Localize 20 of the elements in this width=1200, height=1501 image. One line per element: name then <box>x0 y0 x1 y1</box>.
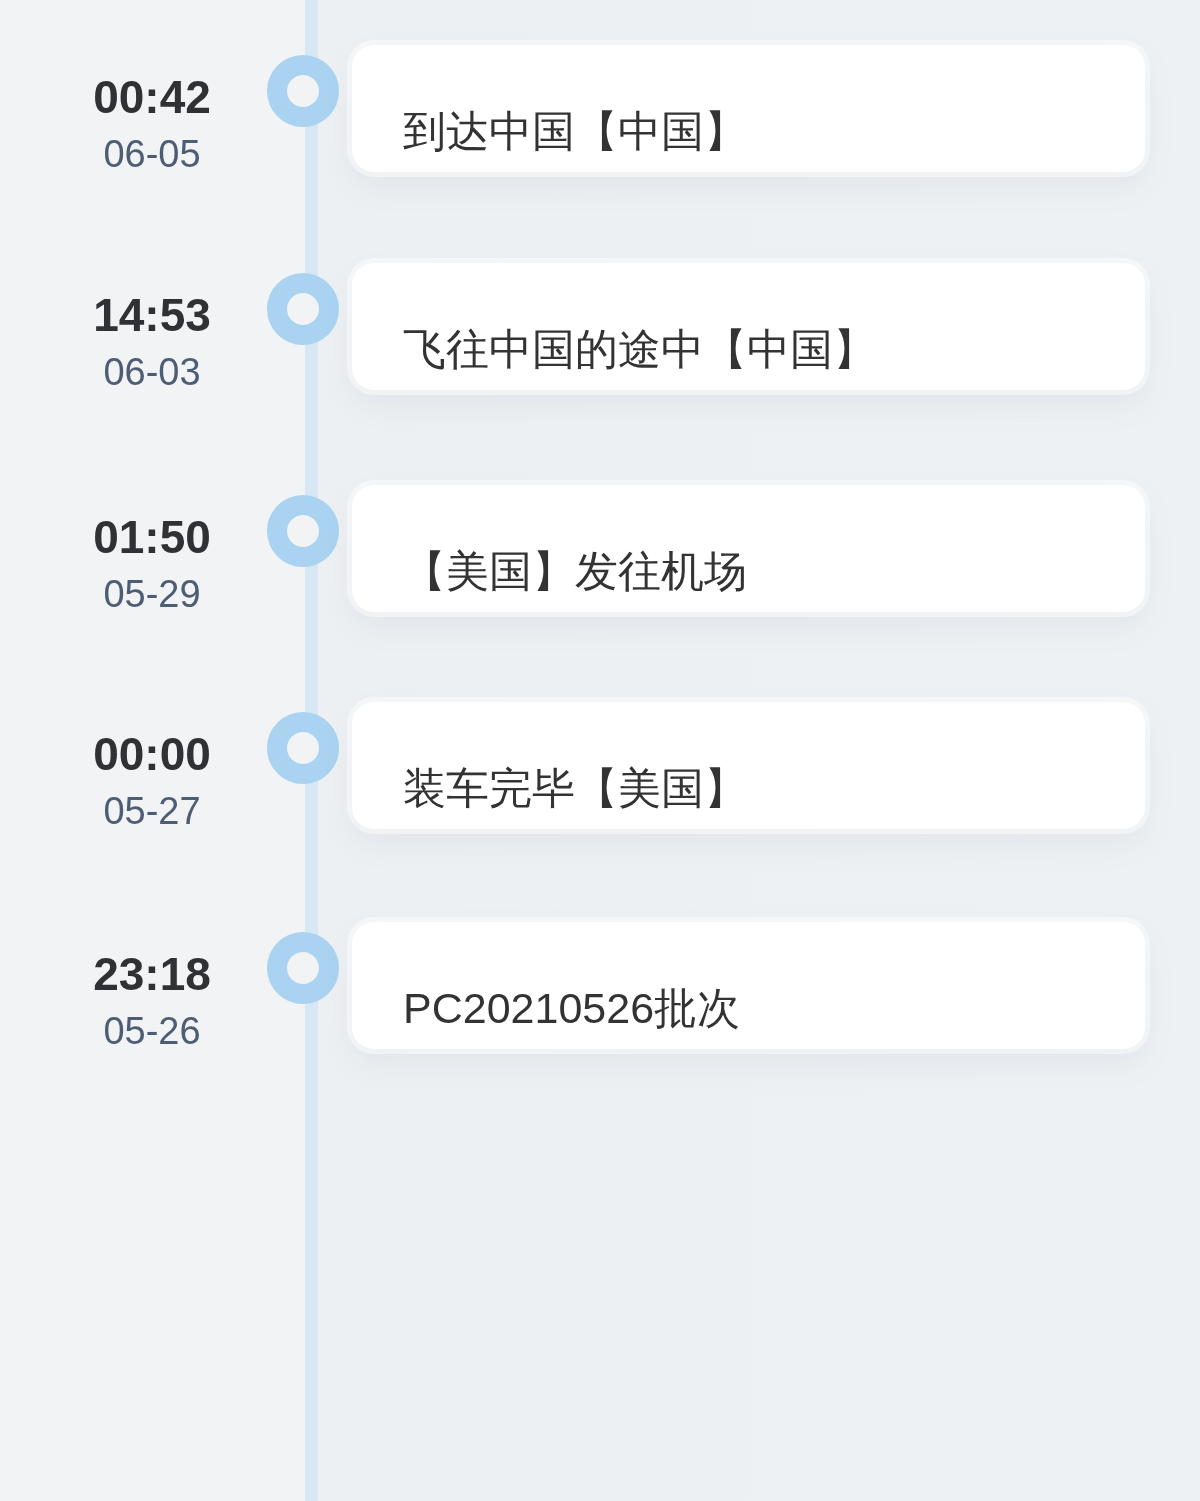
date-label: 06-03 <box>102 353 202 391</box>
event-card <box>352 45 1145 172</box>
event-text: 到达中国【中国】 <box>403 105 747 157</box>
event-text: 【美国】发往机场 <box>403 545 747 597</box>
date-label: 06-05 <box>102 135 202 173</box>
date-label: 05-27 <box>102 792 202 830</box>
event-card <box>352 485 1145 612</box>
event-text: 飞往中国的途中【中国】 <box>403 323 876 375</box>
time-label: 14:53 <box>92 292 212 338</box>
event-card <box>352 263 1145 390</box>
event-card <box>352 702 1145 829</box>
time-label: 01:50 <box>92 514 212 560</box>
date-label: 05-26 <box>102 1012 202 1050</box>
time-label: 00:42 <box>92 74 212 120</box>
event-text: 装车完毕【美国】 <box>403 762 747 814</box>
event-card <box>352 922 1145 1049</box>
time-label: 23:18 <box>92 951 212 997</box>
date-label: 05-29 <box>102 575 202 613</box>
time-label: 00:00 <box>92 731 212 777</box>
event-text: PC20210526批次 <box>403 982 741 1034</box>
